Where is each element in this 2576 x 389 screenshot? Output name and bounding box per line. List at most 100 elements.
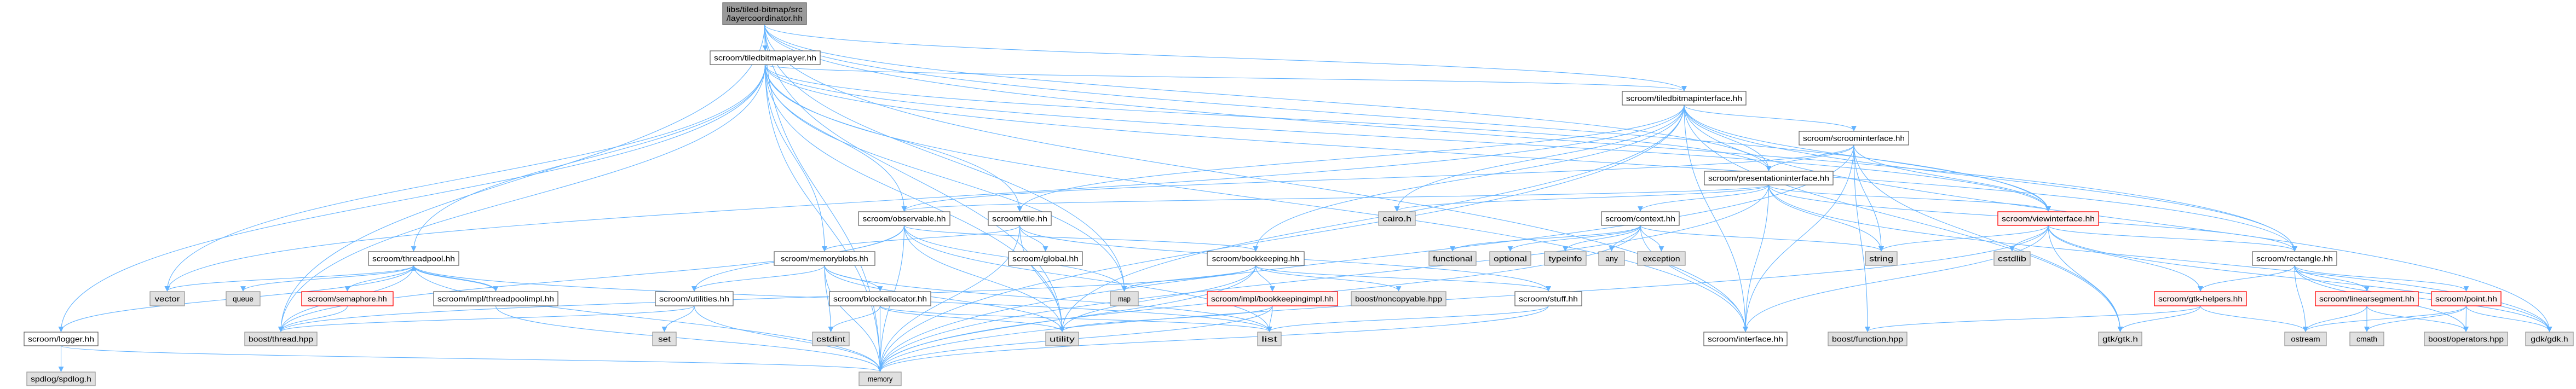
node-any: any [1598, 251, 1625, 266]
node-context[interactable]: scroom/context.hh [1601, 211, 1680, 226]
edge-utilities-to-boostthread [278, 305, 695, 332]
node-label: queue [233, 294, 253, 303]
edge-tiledbitmaplayer-to-rectangle [764, 64, 2297, 252]
node-box [2349, 332, 2384, 346]
edge-context-to-optional [1507, 225, 1641, 252]
node-blockallocator[interactable]: scroom/blockallocator.hh [829, 291, 931, 306]
node-viewinterface[interactable]: scroom/viewinterface.hh [1997, 211, 2099, 226]
edge-rectangle-to-gdk [2294, 265, 2552, 332]
node-functional: functional [1428, 251, 1477, 266]
node-tiledbitmaplayer[interactable]: scroom/tiledbitmaplayer.hh [710, 50, 821, 65]
node-box [368, 251, 459, 266]
node-box [722, 2, 807, 25]
node-label: utility [1050, 335, 1075, 344]
node-stuff[interactable]: scroom/stuff.hh [1514, 291, 1582, 306]
node-set: set [652, 332, 677, 346]
node-optional: optional [1489, 251, 1531, 266]
edge-threadpool-to-threadpoolimpl [413, 265, 499, 292]
node-noncopyable: boost/noncopyable.hpp [1351, 291, 1447, 306]
node-label: scroom/viewinterface.hh [2002, 214, 2095, 223]
node-logger[interactable]: scroom/logger.hh [24, 332, 99, 346]
node-box [655, 291, 734, 306]
node-box [1351, 291, 1447, 306]
node-label: scroom/impl/bookkeepingimpl.hh [1211, 294, 1334, 303]
node-box [1598, 251, 1625, 266]
node-label: scroom/impl/threadpoolimpl.hh [437, 294, 554, 303]
node-threadpool[interactable]: scroom/threadpool.hh [368, 251, 459, 266]
edge-memoryblobs-to-memory [824, 265, 883, 372]
node-box [812, 332, 850, 346]
node-boostfunction: boost/function.hpp [1828, 332, 1907, 346]
node-gtkhelpers[interactable]: scroom/gtk-helpers.hh [2154, 291, 2247, 306]
edge-root-to-presentationinterface [764, 24, 1772, 171]
node-tile[interactable]: scroom/tile.hh [988, 211, 1052, 226]
node-typeinfo: typeinfo [1544, 251, 1587, 266]
node-semaphore[interactable]: scroom/semaphore.hh [301, 291, 394, 306]
node-memory: memory [858, 371, 902, 386]
node-interface[interactable]: scroom/interface.hh [1703, 332, 1788, 346]
edge-tiledbitmapinterface-to-vector [164, 104, 1685, 292]
edges-layer [58, 24, 2552, 372]
node-label: optional [1494, 254, 1527, 263]
node-bookkeepingimpl[interactable]: scroom/impl/bookkeepingimpl.hh [1207, 291, 1338, 306]
node-memoryblobs[interactable]: scroom/memoryblobs.hh [774, 251, 875, 266]
node-box [1622, 91, 1747, 106]
edge-tile-to-memoryblobs [822, 225, 1021, 252]
node-global[interactable]: scroom/global.hh [1008, 251, 1083, 266]
node-box [1993, 251, 2031, 266]
edge-threadpoolimpl-to-memory [495, 305, 883, 372]
node-label: boost/function.hpp [1832, 335, 1903, 344]
edge-memoryblobs-to-list [824, 265, 1272, 332]
edge-tiledbitmaplayer-to-memory [764, 64, 883, 372]
node-label: set [658, 335, 671, 344]
edge-viewinterface-to-gtk [2048, 225, 2123, 332]
edge-context-to-string [1640, 225, 1884, 252]
edge-viewinterface-to-memory [877, 225, 2049, 372]
node-cstdlib: cstdlib [1993, 251, 2031, 266]
edge-scroominterface-to-presentationinterface [1766, 144, 1854, 171]
edge-utilities-to-memory [694, 305, 883, 372]
node-label: scroom/observable.hh [863, 214, 946, 223]
node-exception: exception [1637, 251, 1686, 266]
node-tiledbitmapinterface[interactable]: scroom/tiledbitmapinterface.hh [1622, 91, 1747, 106]
node-box [1008, 251, 1083, 266]
node-box [988, 211, 1052, 226]
node-root[interactable]: libs/tiled-bitmap/src/layercoordinator.h… [722, 2, 807, 25]
node-observable[interactable]: scroom/observable.hh [858, 211, 950, 226]
edge-scroominterface-to-observable [901, 144, 1854, 212]
edge-presentationinterface-to-viewinterface [1768, 184, 2051, 212]
node-utility: utility [1045, 332, 1079, 346]
edge-observable-to-list [903, 225, 1272, 332]
edge-logger-to-memory [60, 345, 883, 372]
node-threadpoolimpl[interactable]: scroom/impl/threadpoolimpl.hh [433, 291, 558, 306]
node-bookkeeping[interactable]: scroom/bookkeeping.hh [1207, 251, 1305, 266]
node-label: gtk/gtk.h [2102, 335, 2138, 344]
node-box [1207, 291, 1338, 306]
node-scroominterface[interactable]: scroom/scroominterface.hh [1799, 131, 1909, 146]
node-rectangle[interactable]: scroom/rectangle.hh [2252, 251, 2337, 266]
node-point[interactable]: scroom/point.hh [2431, 291, 2502, 306]
node-box [1637, 251, 1686, 266]
node-box [1489, 251, 1531, 266]
node-box [2431, 291, 2502, 306]
node-boostthread: boost/thread.hpp [244, 332, 318, 346]
node-utilities[interactable]: scroom/utilities.hh [655, 291, 734, 306]
node-linearsegment[interactable]: scroom/linearsegment.hh [2315, 291, 2419, 306]
edge-root-to-rectangle [764, 24, 2297, 252]
edge-blockallocator-to-list [879, 305, 1272, 332]
edge-tiledbitmapinterface-to-memory [877, 104, 1685, 372]
edge-tile-to-global [1019, 225, 1048, 252]
edge-scroominterface-to-gtk [1853, 144, 2123, 332]
edge-root-to-map [764, 24, 1127, 292]
edge-tiledbitmaplayer-to-viewinterface [764, 64, 2051, 212]
edge-observable-to-boostthread [278, 225, 905, 332]
node-box [2424, 332, 2508, 346]
node-box [1799, 131, 1909, 146]
node-box [1514, 291, 1582, 306]
edge-blockallocator-to-cstdint [828, 305, 881, 332]
node-presentationinterface[interactable]: scroom/presentationinterface.hh [1704, 171, 1834, 185]
edge-tiledbitmaplayer-to-logger [58, 64, 766, 332]
node-label: libs/tiled-bitmap/src [727, 5, 803, 14]
node-box [301, 291, 394, 306]
node-label: scroom/tiledbitmaplayer.hh [714, 54, 816, 62]
